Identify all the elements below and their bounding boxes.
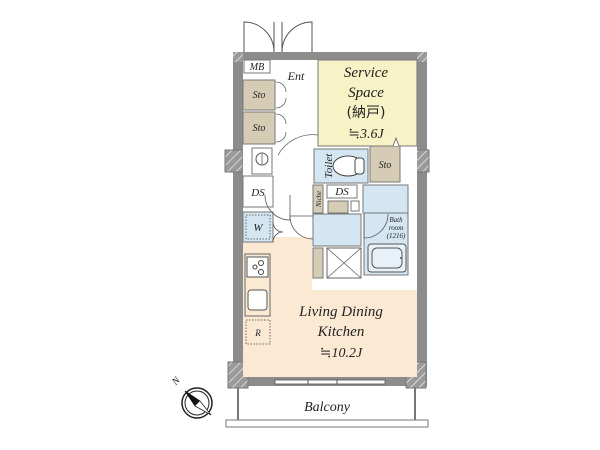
bathroom-label-1: Bath — [389, 216, 403, 224]
toilet-label: Toilet — [323, 153, 335, 179]
ds-label-left: DS — [250, 187, 265, 199]
basin-icon — [255, 152, 269, 166]
balcony — [225, 388, 429, 428]
ldk-area: ≒10.2J — [320, 346, 363, 361]
bathroom-label-2: room — [389, 224, 404, 232]
refrigerator-space — [245, 319, 271, 345]
storage-label-1: Sto — [253, 90, 266, 101]
entrance-doors — [243, 21, 313, 53]
service-space-subtitle: Space — [348, 85, 384, 101]
north-arrow-icon — [185, 391, 200, 406]
sink-icon — [247, 289, 268, 311]
ldk-subtitle: Kitchen — [317, 324, 365, 340]
compass-north-label: N — [169, 374, 183, 388]
service-space-japanese: (納戸) — [347, 105, 386, 121]
washer-space — [242, 211, 274, 243]
storage-label-3: Sto — [379, 160, 392, 171]
bathtub-icon — [367, 243, 407, 273]
compass-ring-icon — [181, 387, 213, 419]
niche — [312, 184, 324, 214]
ds-label-center: DS — [334, 186, 349, 198]
storage-label-2: Sto — [253, 123, 266, 134]
balcony-window[interactable] — [274, 379, 386, 385]
washroom[interactable] — [312, 213, 362, 247]
washer-label: W — [253, 222, 263, 234]
niche-label: Niche — [315, 191, 323, 208]
service-space-area: ≒3.6J — [348, 127, 384, 142]
duct-space-left — [242, 175, 274, 208]
service-space-title: Service — [344, 65, 388, 81]
storage-closet-1[interactable] — [242, 79, 276, 111]
meter-box — [243, 59, 271, 74]
ldk-title: Living Dining — [298, 304, 383, 320]
compass — [181, 387, 213, 419]
entrance-label: Ent — [287, 69, 305, 83]
refrigerator-label: R — [254, 328, 261, 338]
storage-closet-3[interactable] — [369, 145, 401, 183]
mb-label: MB — [249, 62, 264, 73]
bathroom-size-label: (1216) — [387, 232, 406, 240]
service-space-room[interactable] — [317, 59, 418, 147]
storage-closet-2[interactable] — [242, 111, 276, 145]
duct-space-center — [326, 184, 358, 199]
balcony-label: Balcony — [304, 400, 351, 415]
